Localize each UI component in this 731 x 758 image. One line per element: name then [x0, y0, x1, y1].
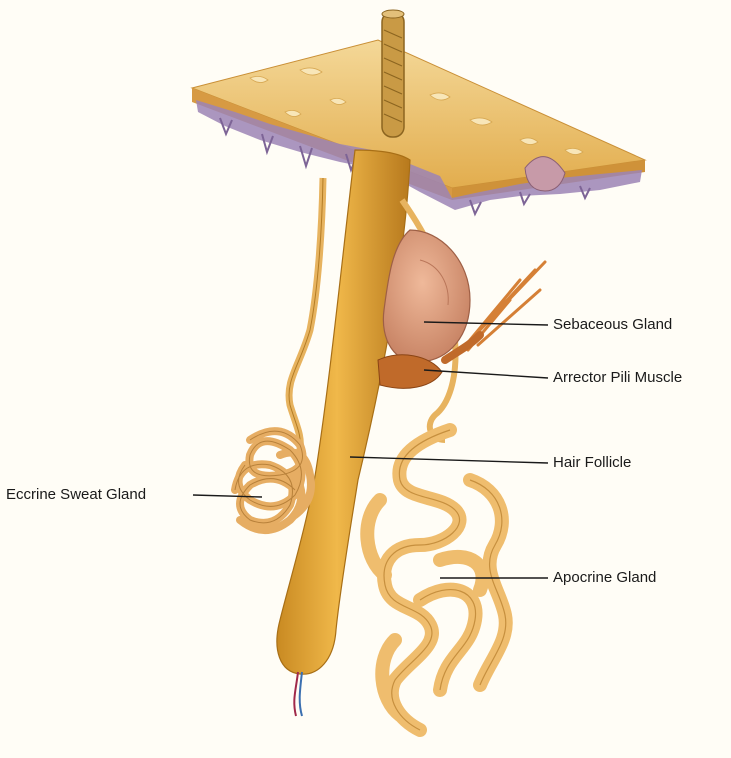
label-arrector-pili-muscle: Arrector Pili Muscle: [553, 369, 682, 387]
leader-follicle: [350, 457, 548, 463]
leader-eccrine: [193, 495, 262, 497]
eccrine-sweat-gland: [235, 431, 311, 530]
label-apocrine-gland: Apocrine Gland: [553, 569, 656, 587]
hair-shaft: [382, 10, 404, 137]
label-hair-follicle: Hair Follicle: [553, 454, 631, 472]
apocrine-gland: [367, 430, 506, 730]
leader-arrector: [424, 370, 548, 378]
eccrine-duct: [289, 178, 323, 450]
label-eccrine-sweat-gland: Eccrine Sweat Gland: [6, 486, 146, 504]
label-sebaceous-gland: Sebaceous Gland: [553, 316, 672, 334]
sebaceous-gland: [383, 230, 470, 362]
